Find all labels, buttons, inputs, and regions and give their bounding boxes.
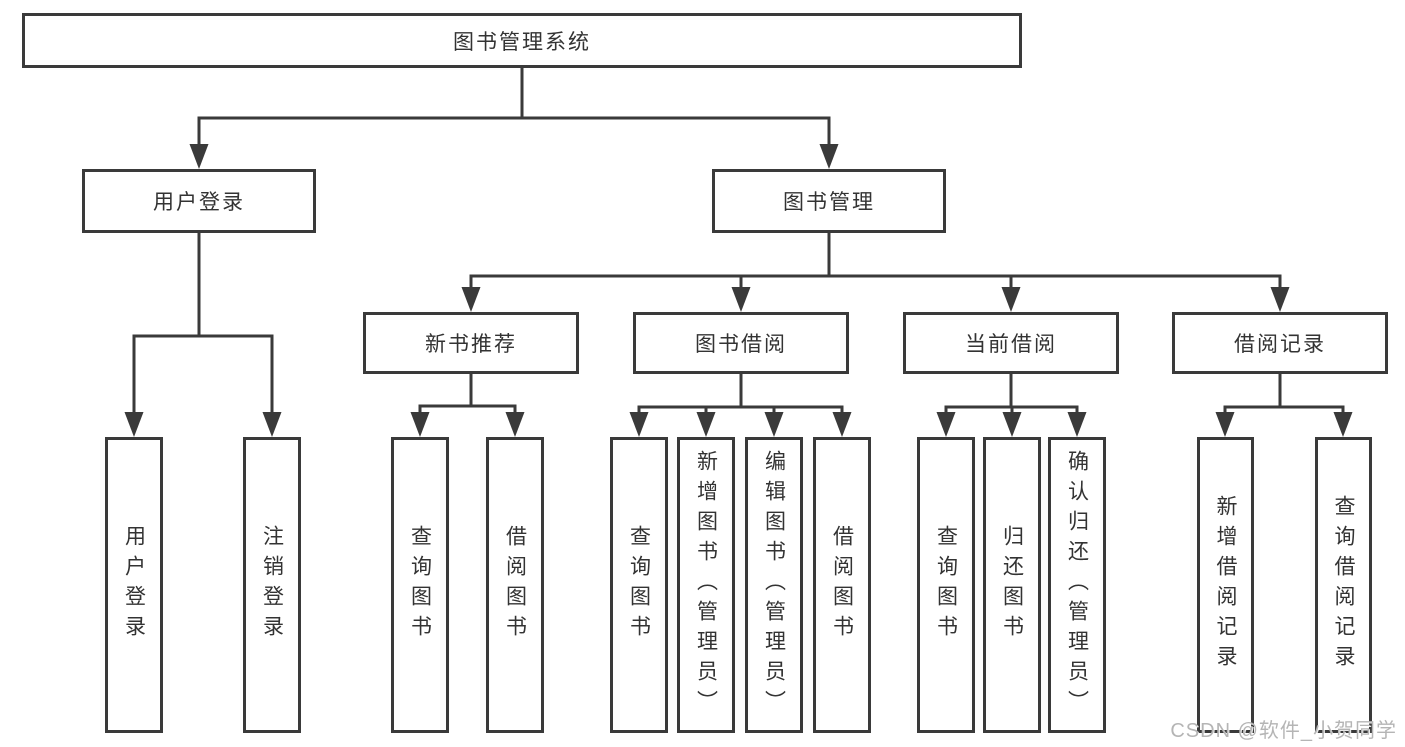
connector-6	[1215, 374, 1353, 437]
connector-5	[936, 374, 1087, 437]
arrowhead-icon	[124, 412, 144, 437]
node-book-borrowing: 图书借阅	[633, 312, 849, 374]
node-leaf-add-borrow-rec: 新增借阅记录	[1197, 437, 1254, 733]
node-leaf-logout: 注销登录	[243, 437, 301, 733]
node-borrowing-records: 借阅记录	[1172, 312, 1388, 374]
arrowhead-icon	[1001, 287, 1021, 312]
node-label-leaf-query-borrow-rec: 查询借阅记录	[1332, 495, 1355, 675]
node-leaf-confirm-return: 确认归还（管理员）	[1048, 437, 1106, 733]
node-leaf-query-books-2: 查询图书	[610, 437, 668, 733]
node-leaf-add-books: 新增图书（管理员）	[677, 437, 735, 733]
node-root: 图书管理系统	[22, 13, 1022, 68]
arrowhead-icon	[696, 412, 716, 437]
node-user-login: 用户登录	[82, 169, 316, 233]
connector-path-0	[197, 68, 831, 149]
arrowhead-icon	[461, 287, 481, 312]
node-leaf-query-borrow-rec: 查询借阅记录	[1315, 437, 1372, 733]
node-label-leaf-borrow-books-2: 借阅图书	[830, 525, 854, 645]
node-leaf-user-login: 用户登录	[105, 437, 163, 733]
arrowhead-icon	[731, 287, 751, 312]
node-label-leaf-add-borrow-rec: 新增借阅记录	[1214, 495, 1237, 675]
node-label-root: 图书管理系统	[453, 30, 591, 54]
node-label-borrowing-records: 借阅记录	[1234, 333, 1326, 356]
arrowhead-icon	[1333, 412, 1353, 437]
node-label-leaf-query-books-2: 查询图书	[627, 525, 651, 645]
node-label-leaf-query-books-3: 查询图书	[934, 525, 958, 645]
node-leaf-borrow-books-1: 借阅图书	[486, 437, 544, 733]
connector-path-6	[1223, 374, 1345, 417]
connector-path-5	[944, 374, 1079, 417]
arrowhead-icon	[764, 412, 784, 437]
node-book-management: 图书管理	[712, 169, 946, 233]
node-current-borrowing: 当前借阅	[903, 312, 1119, 374]
node-leaf-query-books-3: 查询图书	[917, 437, 975, 733]
arrowhead-icon	[189, 144, 209, 169]
node-label-user-login: 用户登录	[153, 191, 245, 214]
node-new-book-recommend: 新书推荐	[363, 312, 579, 374]
node-label-leaf-return-books: 归还图书	[1000, 525, 1024, 645]
node-label-leaf-borrow-books-1: 借阅图书	[503, 525, 527, 645]
watermark-text: CSDN @软件_小贺同学	[1170, 720, 1397, 742]
node-label-book-management: 图书管理	[783, 191, 875, 214]
arrowhead-icon	[832, 412, 852, 437]
arrowhead-icon	[1067, 412, 1087, 437]
arrowhead-icon	[1002, 412, 1022, 437]
node-leaf-return-books: 归还图书	[983, 437, 1041, 733]
node-label-leaf-edit-books: 编辑图书（管理员）	[762, 450, 786, 720]
connector-2	[124, 233, 282, 437]
node-label-current-borrowing: 当前借阅	[965, 333, 1057, 356]
node-label-leaf-query-books-1: 查询图书	[408, 525, 432, 645]
connector-path-3	[418, 374, 517, 417]
arrowhead-icon	[629, 412, 649, 437]
arrowhead-icon	[819, 144, 839, 169]
node-label-new-book-recommend: 新书推荐	[425, 333, 517, 356]
connector-4	[629, 374, 852, 437]
node-label-leaf-confirm-return: 确认归还（管理员）	[1065, 450, 1089, 720]
node-label-leaf-logout: 注销登录	[260, 525, 284, 645]
connector-path-4	[637, 374, 844, 417]
arrowhead-icon	[936, 412, 956, 437]
node-label-leaf-user-login: 用户登录	[122, 525, 146, 645]
connector-1	[461, 233, 1290, 312]
arrowhead-icon	[262, 412, 282, 437]
node-leaf-edit-books: 编辑图书（管理员）	[745, 437, 803, 733]
connector-path-1	[469, 233, 1282, 292]
arrowhead-icon	[1270, 287, 1290, 312]
arrowhead-icon	[1215, 412, 1235, 437]
connector-0	[189, 68, 839, 169]
node-leaf-query-books-1: 查询图书	[391, 437, 449, 733]
node-leaf-borrow-books-2: 借阅图书	[813, 437, 871, 733]
connector-path-2	[132, 233, 274, 417]
arrowhead-icon	[505, 412, 525, 437]
node-label-book-borrowing: 图书借阅	[695, 333, 787, 356]
node-label-leaf-add-books: 新增图书（管理员）	[694, 450, 718, 720]
connector-3	[410, 374, 525, 437]
arrowhead-icon	[410, 412, 430, 437]
